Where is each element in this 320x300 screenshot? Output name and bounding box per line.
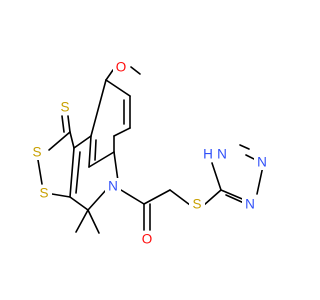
bond-c4-me1 [75, 209, 89, 233]
bonds [37, 66, 264, 234]
n-triazole-3-label: N [257, 155, 267, 170]
bond-tz-3 [256, 165, 264, 195]
nh-triazole-h-label: H [203, 147, 213, 162]
structure-svg: O S S S N O S H N [29, 59, 270, 247]
atom-s-ring-top: S [29, 144, 45, 160]
bond-n-co [120, 189, 145, 205]
atom-s-ring-bottom: S [36, 185, 52, 201]
atom-s-thioether: S [189, 196, 205, 212]
atom-n-triazole-3: N [254, 154, 270, 170]
bond-ch3-o [130, 66, 141, 75]
bond-c9b-c1 [69, 131, 75, 149]
s-ring-top-label: S [32, 145, 41, 160]
atom-o-methoxy: O [113, 59, 129, 75]
atom-s-thione: S [57, 99, 73, 115]
bond-n-aryl [113, 151, 119, 182]
bond-c4-n [87, 189, 107, 211]
s-thione-label: S [60, 100, 69, 115]
bond-o-aryl [105, 69, 114, 81]
bond-c1-s-top [48, 131, 71, 151]
n-ring-label: N [108, 179, 118, 194]
atom-o-carbonyl: O [139, 231, 155, 247]
bond-c9a-c9b [73, 135, 92, 149]
molecule-diagram: O S S S N O S H N [29, 59, 270, 247]
bond-ar-5 [88, 151, 115, 168]
o-carbonyl-label: O [142, 232, 153, 247]
n-triazole-2-label: N [245, 197, 255, 212]
atom-n-triazole-2: N [242, 196, 258, 212]
atom-nh-triazole: H N [201, 146, 229, 162]
bond-ar-6 [88, 135, 92, 168]
bond-c3a-c9b [69, 147, 75, 198]
bond-tz-4-inner [239, 144, 250, 150]
s-ring-bottom-label: S [39, 186, 48, 201]
bond-c1-s-thione-2 [61, 115, 65, 133]
bond-ar-7 [90, 79, 107, 137]
bond-s-c3a [51, 193, 71, 198]
atoms: O S S S N O S H N [29, 59, 270, 247]
nh-triazole-n-label: N [217, 147, 227, 162]
bond-s-triazole [203, 189, 222, 206]
bond-ch2-s [169, 189, 191, 206]
bond-c3a-c4 [69, 196, 89, 211]
o-methoxy-label: O [116, 60, 127, 75]
s-thioether-label: S [192, 197, 201, 212]
bond-c4-me2 [87, 209, 100, 234]
bond-co-ch2 [143, 189, 171, 205]
bond-s-s [37, 159, 43, 185]
bond-ar-1 [105, 79, 131, 97]
bond-tz-1 [211, 162, 222, 191]
bond-tz-2-inner [225, 194, 245, 204]
atom-n-ring: N [105, 178, 121, 194]
bond-ar-6-inner [94, 139, 97, 161]
bond-c1-s-thione [67, 115, 71, 133]
bond-c3a-c9b-2 [75, 151, 81, 194]
bond-ar-3 [113, 127, 131, 137]
